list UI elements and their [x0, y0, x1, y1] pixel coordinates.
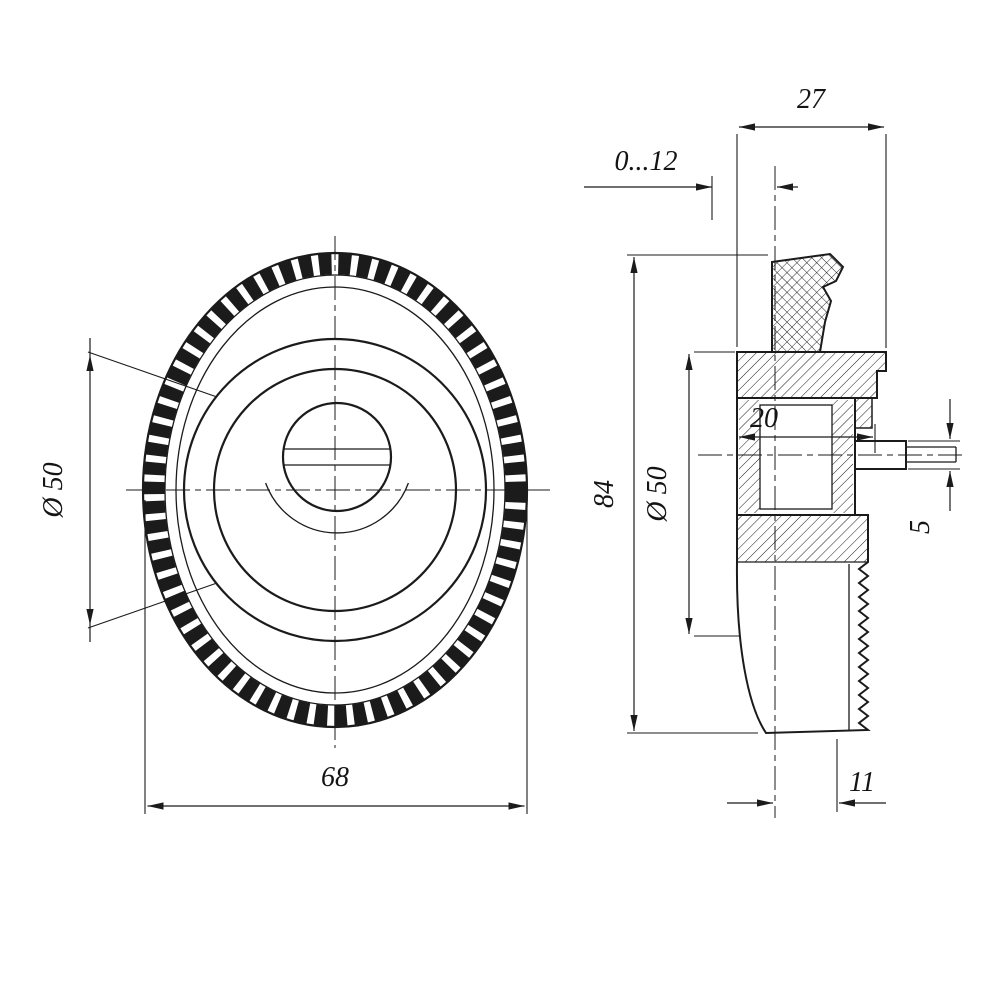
- dim-label-pin: 5: [905, 520, 936, 534]
- flange-section: [736, 351, 887, 429]
- dim-front-diameter: Ø 50: [38, 338, 218, 642]
- dim-height: 84: [589, 254, 768, 734]
- flange-body: [736, 351, 887, 399]
- adjust-cap: [771, 252, 845, 353]
- body-cavity: [759, 404, 833, 510]
- dim-back-offset: 11: [727, 739, 886, 812]
- housing-outline: [735, 514, 871, 735]
- keyhole-circle: [281, 401, 393, 513]
- keyhole-lower-arc: [264, 482, 410, 534]
- dim-label-adjust: 0...12: [615, 146, 678, 177]
- body-wall-right: [832, 400, 853, 513]
- dim-adjust-range: 0...12: [584, 146, 798, 220]
- dim-depth: 27: [736, 84, 887, 348]
- front-centerlines: [126, 236, 552, 748]
- dim-label-side-diameter: Ø 50: [642, 466, 673, 522]
- dim-label-width: 68: [321, 762, 349, 793]
- dim-label-diameter: Ø 50: [38, 462, 69, 518]
- dim-pin-height: 5: [905, 399, 960, 534]
- body-wall-left: [739, 400, 760, 513]
- cap-section: [771, 252, 845, 353]
- dim-side-diameter: Ø 50: [642, 351, 739, 637]
- dim-label-depth: 27: [797, 84, 826, 115]
- dim-front-width: 68: [144, 500, 528, 814]
- flange-step: [854, 397, 873, 429]
- housing-section: [735, 514, 871, 735]
- leader-line: [87, 351, 218, 398]
- leader-line: [87, 582, 218, 629]
- keyhole: [264, 401, 410, 534]
- dim-label-height: 84: [589, 480, 620, 508]
- front-view: 68 Ø 50: [38, 236, 552, 814]
- side-view: 27 0...12 84 Ø 50 20: [584, 84, 963, 818]
- dim-label-offset: 11: [849, 767, 875, 798]
- dim-label-bore: 20: [750, 403, 778, 434]
- side-centerlines: [698, 166, 963, 818]
- housing-hatched-band: [736, 514, 869, 563]
- dim-bore-depth: 20: [739, 403, 876, 453]
